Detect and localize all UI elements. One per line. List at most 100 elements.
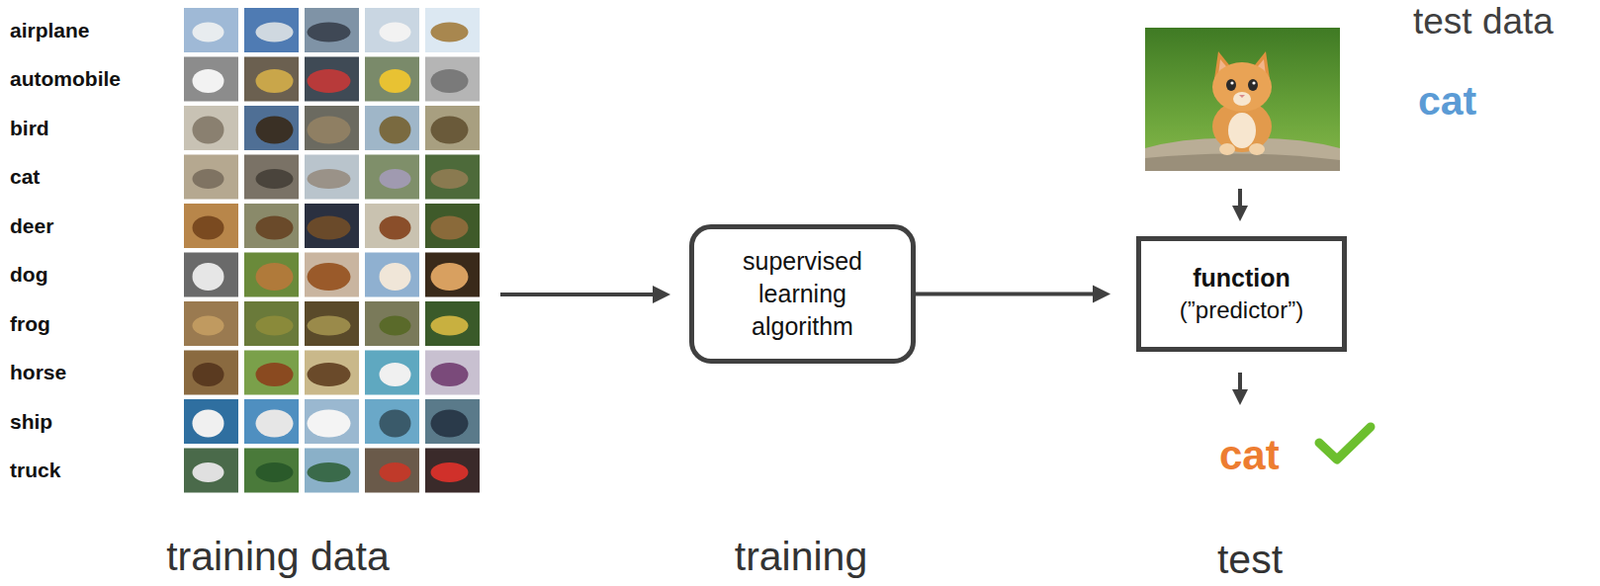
thumbnail bbox=[304, 351, 359, 396]
node-title: function bbox=[1192, 262, 1291, 295]
class-name: automobile bbox=[9, 67, 121, 90]
thumbnail bbox=[183, 57, 239, 102]
thumbnail-subject bbox=[379, 169, 412, 189]
thumbnail bbox=[244, 57, 299, 102]
thumbnail bbox=[244, 399, 299, 445]
training-thumbnails bbox=[183, 7, 480, 494]
thumbnail-subject bbox=[192, 263, 225, 291]
class-name: deer bbox=[9, 214, 54, 238]
thumbnail-subject bbox=[379, 69, 412, 93]
thumbnail bbox=[183, 253, 239, 298]
flow-arrow bbox=[915, 285, 1111, 304]
thumbnail-subject bbox=[379, 316, 412, 337]
thumbnail-subject bbox=[256, 69, 294, 93]
thumbnail-subject bbox=[379, 216, 412, 241]
thumbnail-subject bbox=[256, 22, 294, 43]
thumbnail-subject bbox=[307, 263, 352, 291]
input-arrow-head bbox=[652, 285, 671, 304]
thumbnail-subject bbox=[192, 169, 225, 189]
thumbnail-subject bbox=[256, 362, 294, 387]
thumbnail-subject bbox=[379, 462, 412, 483]
thumbnail bbox=[183, 155, 239, 200]
thumbnail-subject bbox=[192, 22, 225, 43]
thumbnail bbox=[304, 448, 359, 494]
thumbnail-subject bbox=[307, 316, 352, 337]
thumbnail bbox=[425, 105, 480, 151]
thumbnail bbox=[244, 351, 299, 396]
thumbnail-subject bbox=[192, 69, 225, 93]
stage-caption: test bbox=[1217, 537, 1283, 583]
thumbnail-subject bbox=[431, 316, 469, 337]
thumbnail bbox=[364, 448, 420, 494]
thumbnail-subject bbox=[192, 116, 225, 145]
class-name: airplane bbox=[9, 18, 90, 42]
thumbnail bbox=[244, 301, 299, 347]
thumbnail bbox=[425, 351, 480, 396]
input-arrow-line bbox=[500, 292, 655, 297]
class-name: ship bbox=[9, 410, 53, 434]
thumbnail bbox=[304, 203, 359, 249]
algorithm-box: supervised learning algorithm bbox=[689, 224, 916, 364]
thumbnail bbox=[304, 7, 359, 53]
thumbnail-subject bbox=[307, 216, 352, 241]
thumbnail-subject bbox=[431, 69, 469, 93]
thumbnail bbox=[364, 155, 420, 200]
thumbnail bbox=[244, 448, 299, 494]
predicted-label: cat bbox=[1219, 433, 1280, 479]
thumbnail bbox=[304, 253, 359, 298]
thumbnail bbox=[364, 253, 420, 298]
stage-caption: training data bbox=[166, 534, 390, 580]
thumbnail bbox=[304, 301, 359, 347]
stage-caption: training bbox=[734, 534, 868, 580]
class-name: cat bbox=[9, 165, 40, 188]
class-name: dog bbox=[9, 263, 48, 286]
thumbnail-subject bbox=[379, 410, 412, 439]
thumbnail-subject bbox=[431, 169, 469, 189]
node-subtitle: (”predictor”) bbox=[1179, 294, 1304, 327]
thumbnail bbox=[183, 105, 239, 151]
kitten-photo bbox=[1145, 27, 1340, 172]
thumbnail bbox=[244, 7, 299, 53]
thumbnail-subject bbox=[307, 69, 352, 93]
thumbnail-subject bbox=[192, 462, 225, 483]
thumbnail bbox=[425, 155, 480, 200]
thumbnail bbox=[244, 105, 299, 151]
thumbnail bbox=[425, 7, 480, 53]
thumbnail-subject bbox=[256, 116, 294, 145]
test-input-arrow-line bbox=[1238, 188, 1243, 208]
thumbnail bbox=[304, 155, 359, 200]
thumbnail-subject bbox=[192, 410, 225, 439]
thumbnail bbox=[364, 351, 420, 396]
thumbnail-subject bbox=[379, 116, 412, 145]
thumbnail-subject bbox=[256, 316, 294, 337]
thumbnail bbox=[425, 57, 480, 102]
predictor-box: function(”predictor”) bbox=[1136, 236, 1347, 353]
thumbnail bbox=[364, 7, 420, 53]
thumbnail bbox=[183, 7, 239, 53]
thumbnail-subject bbox=[192, 362, 225, 387]
thumbnail bbox=[183, 301, 239, 347]
thumbnail-subject bbox=[431, 263, 469, 291]
thumbnail bbox=[425, 253, 480, 298]
thumbnail bbox=[364, 203, 420, 249]
thumbnail-subject bbox=[256, 263, 294, 291]
thumbnail-subject bbox=[256, 169, 294, 189]
thumbnail-subject bbox=[192, 316, 225, 337]
class-name: horse bbox=[9, 360, 67, 384]
thumbnail-subject bbox=[379, 263, 412, 291]
thumbnail-subject bbox=[307, 462, 352, 483]
thumbnail bbox=[183, 448, 239, 494]
thumbnail bbox=[425, 448, 480, 494]
thumbnail-subject bbox=[256, 410, 294, 439]
thumbnail bbox=[364, 399, 420, 445]
test-input-arrow-head bbox=[1232, 205, 1248, 222]
section-heading: test data bbox=[1413, 1, 1554, 43]
thumbnail-subject bbox=[431, 216, 469, 241]
thumbnail-subject bbox=[307, 410, 352, 439]
thumbnail bbox=[304, 57, 359, 102]
true-label: cat bbox=[1418, 79, 1477, 124]
thumbnail bbox=[183, 399, 239, 445]
thumbnail-subject bbox=[307, 362, 352, 387]
thumbnail bbox=[304, 399, 359, 445]
